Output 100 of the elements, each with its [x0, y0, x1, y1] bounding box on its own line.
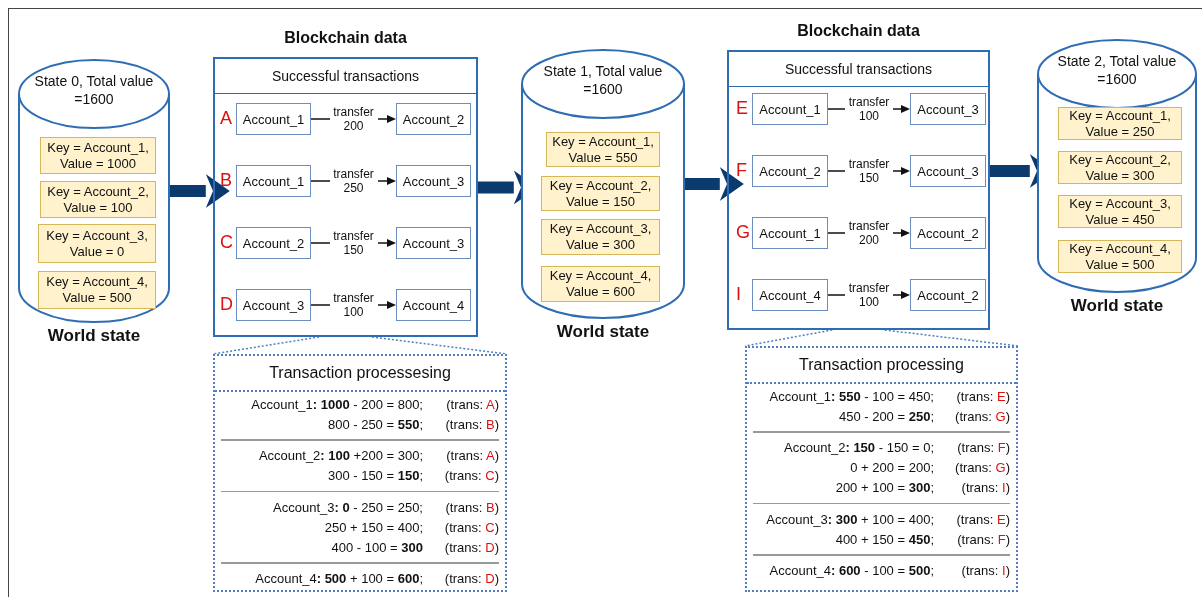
account-box: [752, 217, 828, 249]
account-name: Account_1: [242, 173, 305, 189]
edge-label: transfer 250: [329, 167, 378, 195]
transaction-reference: (trans: C): [443, 519, 499, 535]
account-box: [752, 155, 828, 187]
account-box: [396, 227, 471, 259]
transaction-reference: (trans: B): [444, 499, 499, 515]
key-value-box: [1058, 151, 1182, 184]
key-value-text: Key = Account_4, Value = 600: [548, 268, 653, 300]
account-box: [396, 103, 471, 135]
account-name: Account_2: [402, 111, 465, 127]
account-box: [236, 227, 311, 259]
key-value-text: Key = Account_2, Value = 300: [1068, 151, 1172, 184]
transaction-letter: B: [220, 170, 232, 191]
equation-text: Account_3: 300 + 100 = 400;: [765, 511, 935, 527]
account-box: [236, 289, 311, 321]
key-value-text: Key = Account_4, Value = 500: [1068, 240, 1172, 273]
transaction-reference: (trans: F): [956, 531, 1010, 547]
key-value-text: Key = Account_1, Value = 1000: [46, 139, 150, 172]
key-value-box: [1058, 240, 1182, 273]
transaction-reference: (trans: A): [445, 448, 499, 463]
transaction-reference: (trans: D): [443, 571, 499, 586]
equation-text: 400 - 100 = 300: [330, 539, 424, 555]
account-box: [910, 155, 986, 187]
caption-text: World state: [555, 322, 651, 342]
key-value-box: [38, 224, 156, 263]
state-title: State 2, Total value =1600: [1056, 52, 1178, 88]
processing-panel: [745, 346, 1018, 592]
equation-text: 450 - 200 = 250;: [837, 408, 935, 424]
panel-header-text: Successful transactions: [271, 68, 420, 84]
account-name: Account_1: [759, 101, 821, 117]
panel-heading: Blockchain data: [283, 29, 408, 47]
database-cylinder: [18, 60, 170, 322]
account-name: Account_2: [759, 163, 821, 179]
edge-label: transfer 100: [845, 281, 893, 309]
account-name: Account_1: [759, 225, 821, 241]
transaction-reference: (trans: G): [954, 408, 1010, 424]
transaction-reference: (trans: G): [954, 460, 1010, 475]
key-value-text: Key = Account_3, Value = 300: [548, 221, 653, 253]
transaction-letter: C: [220, 232, 233, 253]
database-cylinder: [1037, 40, 1197, 292]
account-name: Account_4: [759, 287, 821, 303]
key-value-text: Key = Account_3, Value = 450: [1068, 195, 1172, 228]
account-box: [396, 165, 471, 197]
account-name: Account_3: [402, 235, 465, 251]
account-name: Account_3: [917, 101, 979, 117]
equation-text: Account_4: 500 + 100 = 600;: [254, 571, 424, 586]
edge-label: transfer 100: [329, 291, 378, 319]
key-value-text: Key = Account_1, Value = 250: [1068, 107, 1172, 140]
equation-text: 250 + 150 = 400;: [323, 519, 424, 535]
transaction-letter: D: [220, 294, 233, 315]
panel-header-text: Transaction processing: [799, 356, 964, 374]
transaction-letter: E: [736, 98, 748, 119]
zoom-line: [371, 336, 508, 355]
panel-heading: Blockchain data: [796, 22, 921, 40]
processing-panel: [213, 354, 507, 592]
state-title: State 1, Total value =1600: [542, 62, 664, 98]
account-name: Account_3: [402, 173, 465, 189]
account-name: Account_3: [242, 297, 305, 313]
database-cylinder: [521, 50, 685, 318]
transaction-reference: (trans: I): [960, 480, 1010, 495]
state-title: State 0, Total value =1600: [34, 72, 154, 108]
transaction-letter: A: [220, 108, 232, 129]
equation-text: Account_1: 1000 - 200 = 800;: [250, 396, 424, 412]
transaction-letter: I: [736, 284, 741, 305]
transaction-letter: G: [736, 222, 750, 243]
key-value-box: [541, 176, 660, 211]
transaction-reference: (trans: C): [443, 468, 499, 483]
transaction-reference: (trans: A): [445, 396, 499, 412]
transaction-reference: (trans: F): [956, 440, 1010, 455]
edge-label: transfer 150: [329, 229, 378, 257]
key-value-text: Key = Account_2, Value = 150: [548, 177, 653, 210]
account-name: Account_1: [242, 111, 305, 127]
zoom-line: [884, 329, 1019, 347]
transaction-letter: F: [736, 160, 747, 181]
edge-label: transfer 200: [329, 105, 378, 133]
equation-text: 200 + 100 = 300;: [834, 480, 935, 495]
transaction-reference: (trans: D): [443, 539, 499, 555]
edge-label: transfer 100: [845, 95, 893, 123]
equation-text: 300 - 150 = 150;: [326, 468, 424, 483]
equation-text: Account_2: 100 +200 = 300;: [257, 448, 424, 463]
key-value-box: [38, 271, 156, 309]
key-value-box: [40, 137, 156, 174]
caption-text: World state: [1069, 296, 1165, 316]
transaction-reference: (trans: E): [955, 511, 1010, 527]
equation-text: Account_1: 550 - 100 = 450;: [768, 388, 935, 404]
flow-arrow: [685, 167, 744, 201]
caption-text: World state: [46, 326, 142, 346]
equation-text: 800 - 250 = 550;: [326, 416, 424, 432]
equation-text: Account_3: 0 - 250 = 250;: [272, 499, 424, 515]
transaction-reference: (trans: I): [960, 563, 1010, 578]
account-box: [910, 279, 986, 311]
equation-text: 0 + 200 = 200;: [849, 460, 935, 475]
account-name: Account_2: [242, 235, 305, 251]
panel-header-text: Transaction processesing: [269, 364, 451, 382]
panel-header-text: Successful transactions: [784, 61, 933, 77]
transaction-reference: (trans: B): [444, 416, 499, 432]
equation-text: 400 + 150 = 450;: [834, 531, 935, 547]
key-value-box: [541, 219, 660, 255]
account-box: [910, 93, 986, 125]
